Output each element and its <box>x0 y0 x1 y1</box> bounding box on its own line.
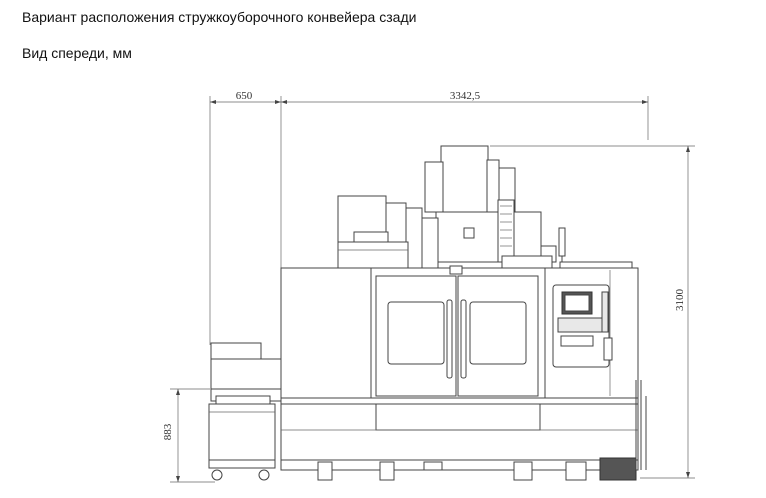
chip-conveyor <box>208 342 282 481</box>
dimension-3100: 3100 <box>674 289 686 312</box>
page-title: Вариант расположения стружкоуборочного к… <box>22 9 417 25</box>
coolant-pipes <box>635 380 647 470</box>
control-panel <box>552 284 613 368</box>
dimension-lines <box>170 96 695 483</box>
dimension-3342-5: 3342,5 <box>450 90 481 102</box>
dimension-883: 883 <box>162 423 174 440</box>
tool-magazine <box>337 195 439 269</box>
dimension-650: 650 <box>236 90 253 102</box>
view-subtitle: Вид спереди, мм <box>22 45 132 61</box>
spindle-column <box>424 145 557 263</box>
machine-base <box>280 397 639 481</box>
